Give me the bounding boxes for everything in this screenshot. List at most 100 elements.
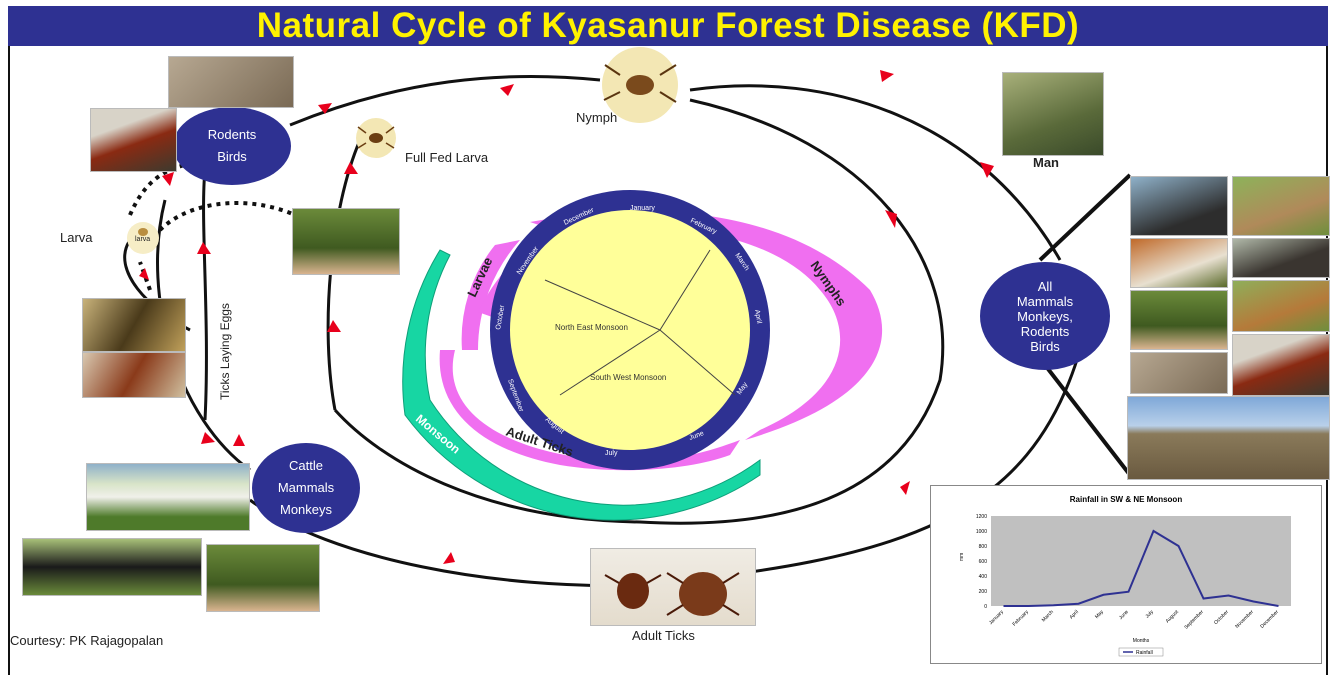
adult-ticks-photo <box>590 548 756 626</box>
nymph-label: Nymph <box>576 110 618 125</box>
arrow-3 <box>880 70 894 82</box>
node-line: Monkeys, <box>1017 308 1073 324</box>
rodent-photo <box>168 56 294 108</box>
arrow-6 <box>900 481 910 495</box>
mouse-photo <box>1130 352 1228 394</box>
direction-arrows <box>139 70 994 564</box>
arrow-9 <box>201 432 215 444</box>
hen-photo <box>1232 334 1330 396</box>
node-line: Mammals <box>1016 293 1074 309</box>
node-line: Cattle <box>289 458 323 473</box>
node-line: Birds <box>217 149 247 164</box>
month-june: June <box>688 430 705 442</box>
line-to-animals-bottom <box>1043 363 1132 477</box>
arrow-4 <box>980 162 994 178</box>
arrow-13 <box>162 172 174 186</box>
courtesy-label: Courtesy: PK Rajagopalan <box>10 633 164 648</box>
rodents-birds-node: Rodents Birds <box>173 107 291 185</box>
y-axis-label: mm <box>959 553 965 561</box>
eggs-photo <box>82 352 186 398</box>
wheel-divider-2 <box>659 249 711 331</box>
boar-photo <box>1232 238 1330 278</box>
y-tick-label: 200 <box>979 589 988 595</box>
legend-box <box>1118 647 1164 657</box>
wheel-divider-3 <box>559 329 661 396</box>
deer-photo <box>1232 280 1330 332</box>
node-line: Monkeys <box>279 502 333 517</box>
dotted-larva-to-monkey <box>158 201 296 232</box>
all-mammals-node: All Mammals Monkeys, Rodents Birds <box>980 262 1110 370</box>
engorged-tick-photo <box>82 298 186 352</box>
x-tick-label: December <box>1259 609 1280 630</box>
ticks-laying-eggs-label: Ticks Laying Eggs <box>218 303 232 400</box>
month-january: January <box>630 205 655 212</box>
larva-photo <box>127 222 159 254</box>
chart-title: Rainfall in SW & NE Monsoon <box>1070 495 1183 504</box>
arc-eggs-up <box>202 169 208 421</box>
rooster-photo <box>90 108 177 172</box>
page-title: Natural Cycle of Kyasanur Forest Disease… <box>256 6 1080 45</box>
x-tick-label: January <box>988 609 1005 626</box>
arrow-1 <box>500 84 514 96</box>
x-tick-label: February <box>1012 609 1031 628</box>
wheel-divider-4 <box>659 329 736 396</box>
full-fed-larva-label: Full Fed Larva <box>405 150 489 165</box>
full-fed-larva-photo <box>356 118 396 158</box>
node-line: All <box>1037 278 1053 294</box>
arc-nymph-inner <box>333 98 945 525</box>
rainfall-chart-panel: Rainfall in SW & NE Monsoon 0 200 400 600 800… <box>930 485 1322 664</box>
frame-border-left <box>8 46 10 675</box>
nymph-tick-photo <box>602 47 678 123</box>
arrow-7 <box>443 552 455 564</box>
larva-small-label: larva <box>135 236 151 243</box>
cattle-herd-photo <box>1127 396 1330 480</box>
y-tick-label: 600 <box>979 559 988 565</box>
man-label: Man <box>1033 155 1059 170</box>
x-tick-label: September <box>1183 609 1205 631</box>
larva-label: Larva <box>60 230 93 245</box>
season-wheel <box>402 190 883 521</box>
gorilla-photo <box>1130 176 1228 236</box>
month-october: October <box>495 304 506 330</box>
arc-larva-up <box>326 139 362 411</box>
y-tick-label: 1200 <box>976 514 987 520</box>
x-tick-label: April <box>1069 609 1080 620</box>
y-tick-label: 800 <box>979 544 988 550</box>
adult-ticks-band <box>439 350 740 471</box>
x-tick-label: June <box>1118 609 1130 621</box>
month-april: April <box>753 309 762 324</box>
fox-photo <box>1130 238 1228 288</box>
x-tick-label: May <box>1094 609 1105 620</box>
x-axis-label: Months <box>1133 638 1150 644</box>
rabbit-photo <box>1232 176 1330 236</box>
node-line: Rodents <box>207 127 257 142</box>
x-tick-label: August <box>1165 609 1181 625</box>
x-tick-label: November <box>1234 609 1255 630</box>
wheel-center <box>510 210 750 450</box>
y-tick-label: 400 <box>979 574 988 580</box>
legend-label: Rainfall <box>1136 650 1153 656</box>
wheel-divider-1 <box>544 279 661 331</box>
node-line: Rodents <box>1020 323 1070 339</box>
y-tick-label: 0 <box>984 604 987 610</box>
month-july: July <box>605 450 618 457</box>
monsoon-band <box>402 249 761 521</box>
arc-rodents-to-nymph <box>289 74 601 127</box>
arrow-14 <box>139 268 149 280</box>
adult-ticks-drawing <box>604 572 740 616</box>
x-tick-label: July <box>1144 609 1155 620</box>
series-line-rainfall <box>1003 529 1279 607</box>
cattle-mammals-node: Cattle Mammals Monkeys <box>252 443 360 533</box>
line-to-animals-top <box>1038 173 1132 262</box>
buffalo-photo <box>22 538 202 596</box>
arrow-12 <box>344 162 358 174</box>
larvae-band-inner <box>461 240 520 350</box>
man-photo <box>1002 72 1104 156</box>
monkey-photo <box>292 208 400 275</box>
adult-ticks-label: Adult Ticks <box>632 628 695 643</box>
monkey-photo-2 <box>206 544 320 612</box>
arrow-10 <box>197 242 211 254</box>
arrow-5 <box>885 210 897 228</box>
arc-nymph-to-man <box>689 84 1062 261</box>
monkey-hand-photo <box>1130 290 1228 350</box>
